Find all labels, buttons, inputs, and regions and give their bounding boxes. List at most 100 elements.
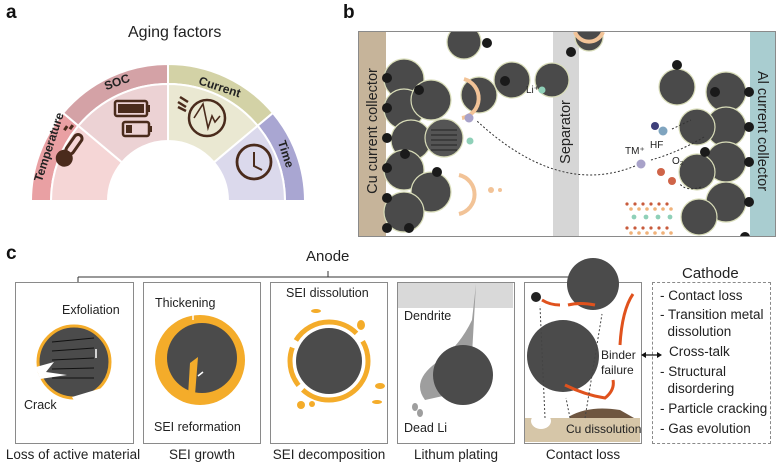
conductive-carbon [744, 122, 754, 132]
hf-molecule [658, 126, 668, 136]
lattice-atom [653, 207, 657, 211]
conductive-carbon [744, 197, 754, 207]
plating-top-region [398, 283, 513, 308]
conductive-carbon [432, 167, 442, 177]
battery-icon [113, 99, 152, 138]
conductive-carbon [382, 73, 392, 83]
lattice-atom [665, 202, 669, 206]
clock-icon [235, 143, 273, 181]
cathode-list: - Contact loss - Transition metal dissol… [660, 287, 770, 437]
graphite-layer [51, 367, 95, 370]
lattice-atom [669, 207, 673, 211]
hf-attack-arrow [671, 119, 692, 130]
box-sei-decomposition [270, 282, 388, 444]
conductive-carbon [414, 85, 424, 95]
conductive-carbon [744, 157, 754, 167]
conductive-carbon [382, 223, 392, 233]
sei-growth-particle [167, 323, 237, 393]
o2-release-arrow [678, 182, 702, 190]
cathode-item: - Structural [660, 364, 727, 379]
sei-fragment [297, 401, 305, 409]
caption-contact-loss: Contact loss [545, 447, 621, 462]
conductive-carbon [672, 60, 682, 70]
lattice-atom [657, 226, 661, 230]
conductive-carbon [382, 103, 392, 113]
detachment-arrow [539, 305, 546, 419]
tm-release-arrow [650, 136, 705, 161]
crack-gap [36, 362, 67, 379]
conductive-carbon [482, 38, 492, 48]
label-cu-dissolution: Cu dissolution [566, 422, 642, 436]
lattice-atom [665, 226, 669, 230]
panel-a-icons [55, 95, 273, 181]
lattice-li [667, 214, 673, 220]
conductive-carbon [744, 87, 754, 97]
sei-fragment [309, 401, 315, 407]
panel-a-letter: a [6, 2, 17, 23]
sei-decomposition-particle [296, 328, 362, 394]
lattice-atom [637, 231, 641, 235]
cathode-item: - Transition metal [660, 307, 764, 322]
li-ion [466, 137, 474, 145]
lattice-atom [637, 207, 641, 211]
sei-layer [458, 173, 477, 216]
lattice-li [643, 214, 649, 220]
contact-particle-top [567, 258, 619, 310]
cathode-item: - Particle cracking [660, 401, 768, 416]
label-thickening: Thickening [155, 296, 216, 310]
cu-pit [531, 413, 551, 429]
sei-fragment [375, 383, 385, 389]
lattice-atom [657, 202, 661, 206]
thermometer-icon [55, 124, 84, 167]
label-binder-failure: Binder failure [601, 348, 636, 377]
sei-reformation-crack [188, 357, 198, 396]
hf-label: HF [650, 140, 664, 151]
cell-diagram: Cu current collector Separator Al curren… [358, 31, 776, 237]
cathode-item: - Gas evolution [660, 421, 751, 436]
cu-deposit [570, 408, 634, 418]
label-exfoliation: Exfoliation [62, 303, 120, 317]
sei-fragment [372, 400, 382, 404]
anode-particle [493, 61, 531, 99]
conductive-carbon [404, 223, 414, 233]
lattice-atom [629, 231, 633, 235]
lattice-atom [633, 202, 637, 206]
conductive-carbon [400, 149, 410, 159]
lattice-atom [649, 202, 653, 206]
label-sei-reformation: SEI reformation [154, 420, 241, 434]
arrow-head [657, 352, 662, 358]
sei-fragment [488, 187, 494, 193]
caption-lithium-plating: Lithum plating [413, 447, 499, 462]
box-lithium-plating [397, 282, 515, 444]
crack-gap [72, 385, 112, 402]
dead-li [412, 403, 418, 411]
plating-particle [433, 345, 493, 405]
arrow-head [641, 352, 646, 358]
cathode-item: dissolution [660, 324, 732, 339]
conductive-carbon [700, 147, 710, 157]
detachment-arrow [584, 313, 603, 419]
label-dead-li: Dead Li [404, 421, 448, 435]
hf-molecule [651, 122, 659, 130]
lattice-atom [661, 231, 665, 235]
segment-inner-time [212, 124, 287, 202]
conductive-carbon [382, 193, 392, 203]
lattice-atom [649, 226, 653, 230]
current-signal-icon [177, 95, 227, 138]
reformation-arrow [197, 371, 204, 377]
lattice-atom [669, 231, 673, 235]
sei-fragment [357, 320, 365, 330]
lattice-atom [645, 207, 649, 211]
cathode-particle [680, 198, 718, 236]
panel-c-letter: c [6, 243, 17, 264]
tm-ion-deposited [464, 113, 474, 123]
graphite-layer [51, 357, 95, 361]
caption-sei-decomposition: SEI decomposition [272, 447, 386, 462]
lattice-li [655, 214, 661, 220]
sei-layer [573, 32, 605, 44]
graphite-layer [51, 337, 95, 343]
label-dendrite: Dendrite [404, 309, 452, 323]
lattice-atom [641, 202, 645, 206]
caption-loss-of-active-material: Loss of active material [5, 447, 141, 462]
